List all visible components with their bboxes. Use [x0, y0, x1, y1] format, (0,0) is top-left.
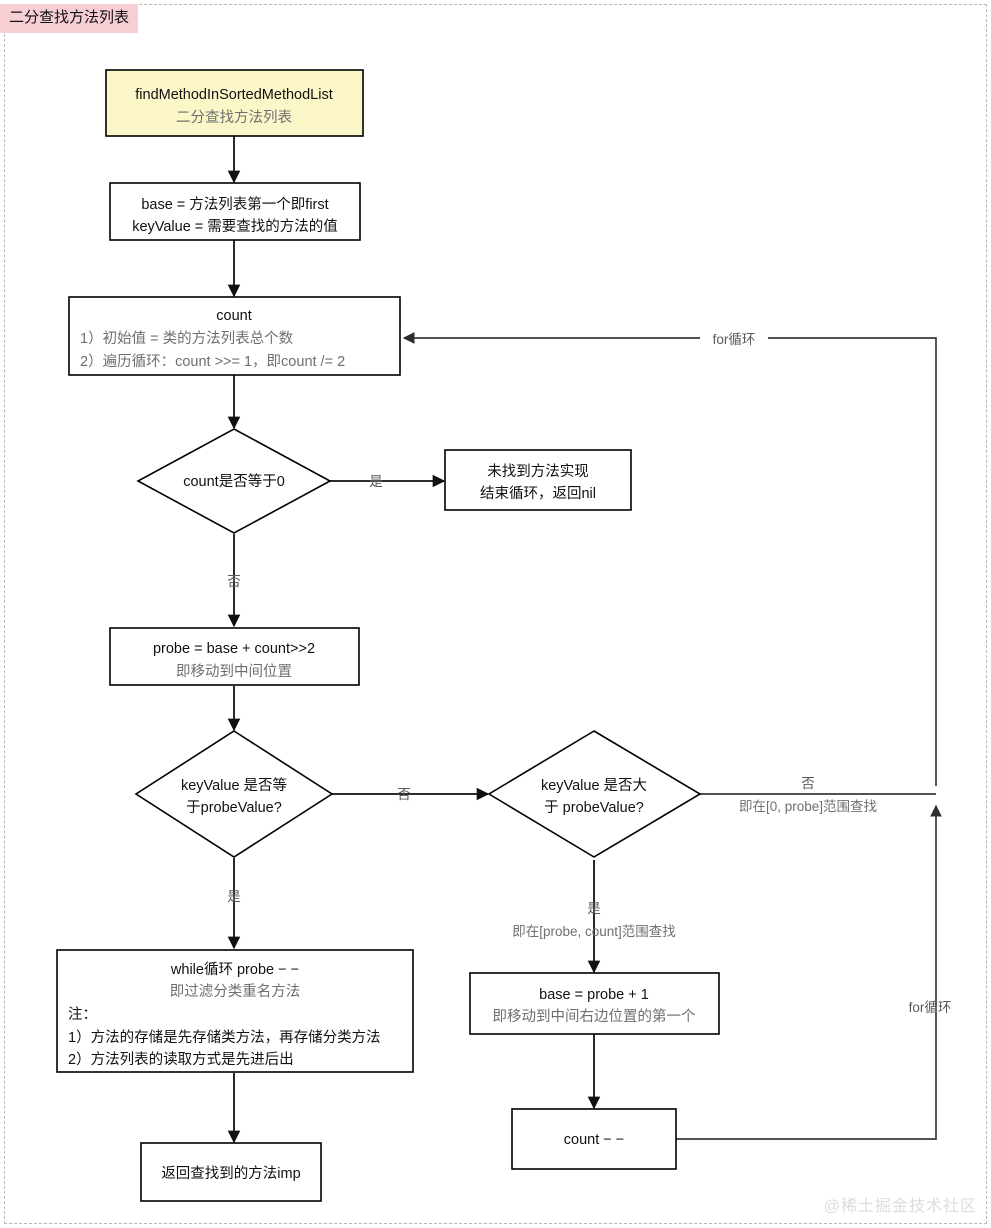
node-key-eq-line-2: 于probeValue?	[186, 800, 282, 816]
node-key-gt-shape	[487, 730, 702, 858]
node-not-found-line-1: 未找到方法实现	[487, 463, 589, 480]
node-while-loop-subtitle: 即过滤分类重名方法	[170, 983, 301, 1000]
edge-label-keygt-no-range: 即在[0, probe]范围查找	[739, 799, 878, 814]
edge-label-keygt-yes-range: 即在[probe, count]范围查找	[512, 924, 676, 939]
node-base-probe-line-1: base = probe + 1	[539, 987, 649, 1003]
edge-label-keyeq-no: 否	[397, 787, 411, 802]
edge-rightrail-top-segment	[768, 337, 937, 786]
node-start-line-1: findMethodInSortedMethodList	[135, 87, 333, 103]
edge-countdec-to-rightrail	[676, 804, 942, 1140]
edge-label-countzero-yes: 是	[369, 474, 383, 489]
node-probe-line-1: probe = base + count>>2	[153, 641, 315, 657]
node-probe-line-2: 即移动到中间位置	[176, 663, 292, 680]
node-while-loop-note-label: 注：	[68, 1006, 97, 1023]
node-start: findMethodInSortedMethodList 二分查找方法列表	[105, 69, 364, 137]
watermark: @稀土掘金技术社区	[823, 1198, 977, 1215]
node-key-gt: keyValue 是否大 于 probeValue?	[487, 730, 702, 858]
node-count-zero: count是否等于0	[136, 428, 332, 534]
node-base-probe: base = probe + 1 即移动到中间右边位置的第一个	[469, 972, 720, 1035]
edge-label-keygt-no: 否	[801, 776, 815, 791]
node-while-loop: while循环 probe − − 即过滤分类重名方法 注： 1）方法的存储是先…	[56, 949, 414, 1073]
node-count-dec-label: count − −	[564, 1132, 624, 1148]
node-start-line-2: 二分查找方法列表	[176, 109, 292, 126]
node-count-zero-label: count是否等于0	[183, 472, 285, 490]
node-count-box	[68, 296, 401, 376]
node-not-found-box	[444, 449, 632, 511]
edge-label-keyeq-yes: 是	[227, 889, 241, 904]
edge-label-keygt-yes: 是	[587, 901, 601, 916]
node-probe-box	[109, 627, 360, 686]
node-count-line-2: 2）遍历循环：count >>= 1，即count /= 2	[80, 353, 345, 370]
edge-label-top-for-loop: for循环	[713, 332, 756, 347]
node-key-eq-shape	[134, 730, 334, 858]
node-init-line-1: base = 方法列表第一个即first	[141, 195, 328, 213]
node-probe: probe = base + count>>2 即移动到中间位置	[109, 627, 360, 686]
node-return-imp-label: 返回查找到的方法imp	[161, 1165, 300, 1182]
node-key-gt-line-2: 于 probeValue?	[544, 800, 644, 816]
node-start-box	[105, 69, 364, 137]
node-count-zero-shape	[136, 428, 332, 534]
node-count-dec-box	[511, 1108, 677, 1170]
node-not-found: 未找到方法实现 结束循环，返回nil	[444, 449, 632, 511]
node-base-probe-box	[469, 972, 720, 1035]
node-key-eq-line-1: keyValue 是否等	[181, 776, 287, 794]
node-base-probe-line-2: 即移动到中间右边位置的第一个	[493, 1007, 696, 1025]
page-title-tag: 二分查找方法列表	[0, 4, 139, 33]
node-init: base = 方法列表第一个即first keyValue = 需要查找的方法的…	[109, 182, 361, 241]
node-while-loop-note-1: 1）方法的存储是先存储类方法，再存储分类方法	[68, 1029, 381, 1046]
node-return-imp-box	[140, 1142, 322, 1202]
node-while-loop-note-2: 2）方法列表的读取方式是先进后出	[68, 1051, 294, 1068]
node-not-found-line-2: 结束循环，返回nil	[480, 485, 596, 502]
node-count-line-1: 1）初始值 = 类的方法列表总个数	[80, 330, 294, 347]
node-init-box	[109, 182, 361, 241]
node-init-line-2: keyValue = 需要查找的方法的值	[132, 218, 338, 235]
node-count-title: count	[216, 308, 251, 324]
node-key-gt-line-1: keyValue 是否大	[541, 777, 647, 794]
edge-label-countzero-no: 否	[227, 574, 241, 589]
node-key-eq: keyValue 是否等 于probeValue?	[134, 730, 334, 858]
node-while-loop-box	[56, 949, 414, 1073]
node-count-dec: count − −	[511, 1108, 677, 1170]
node-return-imp: 返回查找到的方法imp	[140, 1142, 322, 1202]
node-while-loop-title: while循环 probe − −	[170, 961, 299, 978]
node-count: count 1）初始值 = 类的方法列表总个数 2）遍历循环：count >>=…	[68, 296, 401, 376]
edge-label-right-for-loop: for循环	[909, 1000, 952, 1015]
